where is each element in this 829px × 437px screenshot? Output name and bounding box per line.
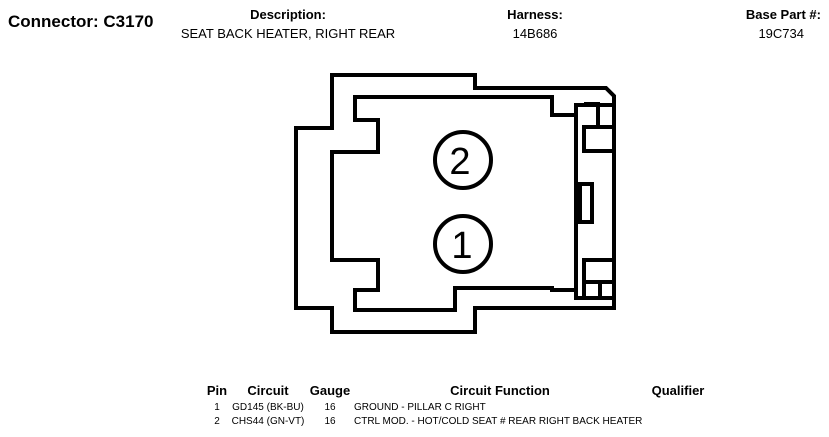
- base-part-value: 19C734: [758, 26, 804, 41]
- row-2-circuit: CHS44 (GN-VT): [231, 416, 305, 427]
- connector-middle-tab: [578, 182, 594, 224]
- connector-inner-cavity: [330, 95, 578, 312]
- pin-1-circle: [433, 214, 493, 274]
- harness-value: 14B686: [512, 26, 558, 41]
- connector-outer-housing: [294, 73, 616, 334]
- circuit-function-column-header: Circuit Function: [450, 383, 550, 398]
- row-1-circuit: GD145 (BK-BU): [232, 402, 304, 413]
- connector-latch-bottom: [582, 258, 616, 284]
- pin-2-label: 2: [449, 141, 470, 183]
- harness-label: Harness:: [507, 7, 563, 22]
- connector-latch-top: [582, 125, 616, 153]
- connector-latch-top-inner: [584, 102, 600, 127]
- base-part-label: Base Part #:: [745, 7, 821, 22]
- pin-1-label: 1: [451, 225, 472, 267]
- pin-column-header: Pin: [206, 383, 228, 398]
- connector-latch-bottom-inner: [582, 282, 602, 298]
- connector-title: Connector: C3170: [8, 12, 154, 31]
- row-2-gauge: 16: [324, 416, 336, 427]
- gauge-column-header: Gauge: [309, 383, 351, 398]
- row-2-pin: 2: [214, 416, 220, 427]
- description-label: Description:: [250, 7, 326, 22]
- connector-latch-column: [574, 103, 616, 300]
- pin-2-circle: [433, 130, 493, 190]
- row-1-pin: 1: [214, 402, 220, 413]
- circuit-column-header: Circuit: [247, 383, 289, 398]
- row-2-function: CTRL MOD. - HOT/COLD SEAT # REAR RIGHT B…: [354, 416, 643, 427]
- row-1-gauge: 16: [324, 402, 336, 413]
- row-1-function: GROUND - PILLAR C RIGHT: [354, 402, 486, 413]
- description-value: SEAT BACK HEATER, RIGHT REAR: [180, 26, 396, 41]
- qualifier-column-header: Qualifier: [651, 383, 705, 398]
